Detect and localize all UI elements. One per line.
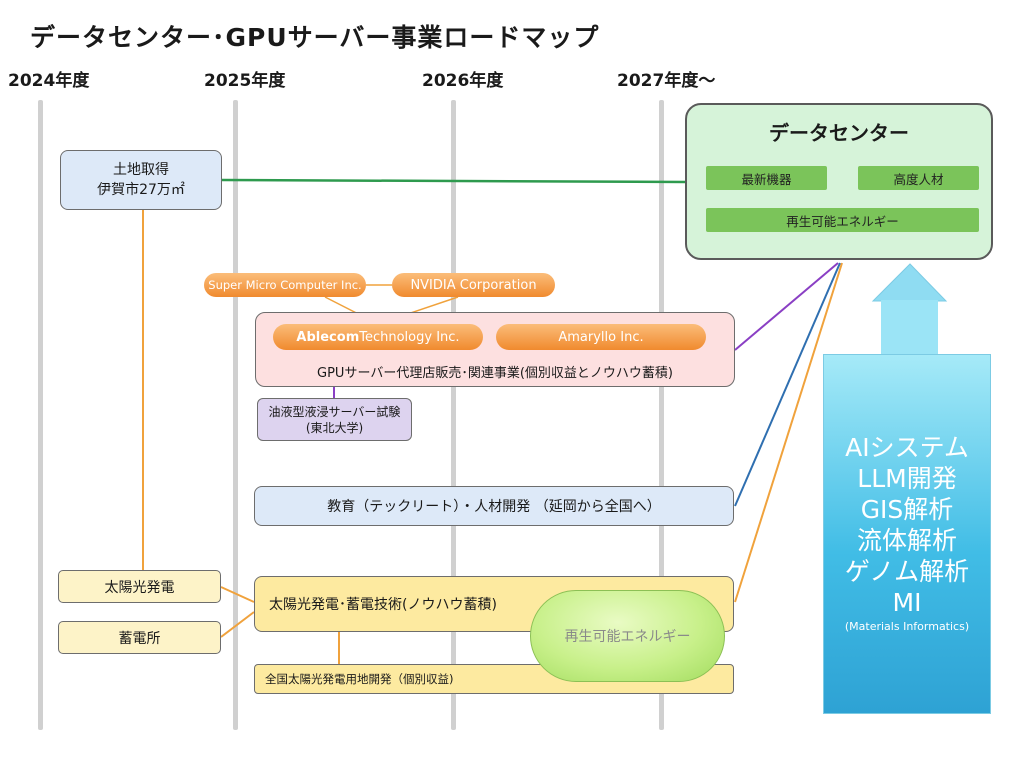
timeline-line-2025: [233, 100, 238, 730]
ablecom-suffix: Technology Inc.: [359, 329, 460, 345]
big-arrow-neck: [881, 300, 938, 355]
renewable-energy-box: 再生可能エネルギー: [706, 208, 979, 232]
year-2024: 2024年度: [8, 71, 90, 91]
year-2025: 2025年度: [204, 71, 286, 91]
ablecom-name: Ablecom: [296, 329, 360, 345]
app-mi-sub: (Materials Informatics): [844, 620, 970, 633]
land-to-datacenter-line: [221, 178, 687, 184]
education-box: 教育（テックリート）・人材開発 （延岡から全国へ）: [254, 486, 734, 526]
big-arrow-head: [871, 263, 948, 302]
app-genome: ゲノム解析: [844, 557, 970, 586]
datacenter-title: データセンター: [769, 121, 909, 145]
app-ai-system: AIシステム: [845, 433, 969, 462]
applications-arrow-body: [823, 354, 991, 714]
amaryllo-pill: Amaryllo Inc.: [496, 324, 706, 350]
land-acquisition-box: 土地取得 伊賀市27万㎡: [60, 150, 222, 210]
latest-equipment-box: 最新機器: [706, 166, 827, 190]
land-line1: 土地取得: [113, 162, 169, 178]
supermicro-pill: Super Micro Computer Inc.: [204, 273, 366, 297]
solarpower-to-tech-line: [220, 586, 255, 603]
land-line2: 伊賀市27万㎡: [97, 182, 185, 198]
nvidia-pill: NVIDIA Corporation: [392, 273, 555, 297]
timeline-line-2026: [451, 100, 456, 730]
timeline-line-2024: [38, 100, 43, 730]
advanced-talent-box: 高度人材: [858, 166, 979, 190]
storage-to-tech-line: [220, 611, 255, 638]
year-2026: 2026年度: [422, 71, 504, 91]
app-mi: MI: [892, 588, 922, 617]
solar-to-datacenter-line: [734, 262, 843, 603]
gpu-business-label: GPUサーバー代理店販売･関連事業(個別収益とノウハウ蓄積): [317, 366, 673, 381]
oil-test-line1: 油液型液浸サーバー試験: [268, 404, 401, 419]
page-title: データセンター･GPUサーバー事業ロードマップ: [30, 23, 600, 52]
year-2027: 2027年度～: [617, 71, 716, 91]
app-gis: GIS解析: [860, 495, 954, 524]
renewable-energy-oval: 再生可能エネルギー: [530, 590, 725, 682]
ablecom-pill: Ablecom Technology Inc.: [273, 324, 483, 350]
app-llm: LLM開発: [857, 464, 957, 493]
education-to-datacenter-line: [734, 262, 841, 507]
gpu-to-datacenter-line: [734, 262, 839, 351]
solar-power-box: 太陽光発電: [58, 570, 221, 603]
timeline-line-2027: [659, 100, 664, 730]
oil-test-line2: (東北大学): [305, 420, 364, 435]
oil-immersion-test-box: 油液型液浸サーバー試験 (東北大学): [257, 398, 412, 441]
storage-box: 蓄電所: [58, 621, 221, 654]
app-fluid: 流体解析: [856, 526, 957, 555]
